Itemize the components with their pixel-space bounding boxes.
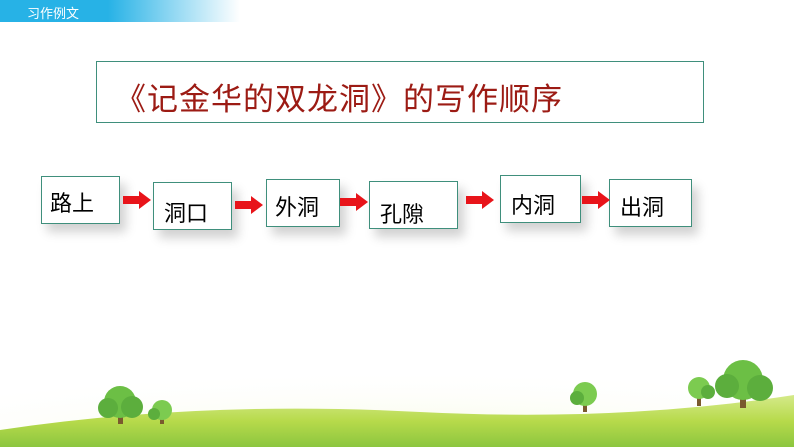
step-label: 外洞: [275, 196, 320, 221]
arrow-right-icon: [123, 191, 151, 209]
arrow-right-icon: [340, 193, 368, 211]
step-box-exit: 出洞: [609, 179, 692, 227]
tree-icon: [570, 382, 597, 412]
page-title: 《记金华的双龙洞》的写作顺序: [115, 82, 563, 118]
step-box-road: 路上: [41, 176, 120, 224]
section-header-label: 习作例文: [27, 7, 80, 22]
step-label: 孔隙: [380, 203, 425, 228]
step-box-crevice: 孔隙: [369, 181, 458, 229]
step-box-outer-cave: 外洞: [266, 179, 340, 227]
step-box-cave-mouth: 洞口: [153, 182, 232, 230]
arrow-right-icon: [466, 191, 494, 209]
step-box-inner-cave: 内洞: [500, 175, 581, 223]
section-header-bar: [0, 0, 240, 22]
tree-icon: [148, 400, 172, 424]
arrow-right-icon: [235, 196, 263, 214]
grass-hill-scenery: [0, 350, 794, 447]
step-label: 洞口: [164, 202, 209, 227]
tree-icon: [98, 386, 143, 424]
step-label: 内洞: [511, 194, 556, 219]
tree-icon: [688, 377, 715, 406]
arrow-right-icon: [582, 191, 610, 209]
step-label: 路上: [50, 192, 95, 217]
step-label: 出洞: [620, 196, 665, 221]
tree-icon: [715, 360, 773, 408]
title-box: 《记金华的双龙洞》的写作顺序: [96, 61, 704, 123]
